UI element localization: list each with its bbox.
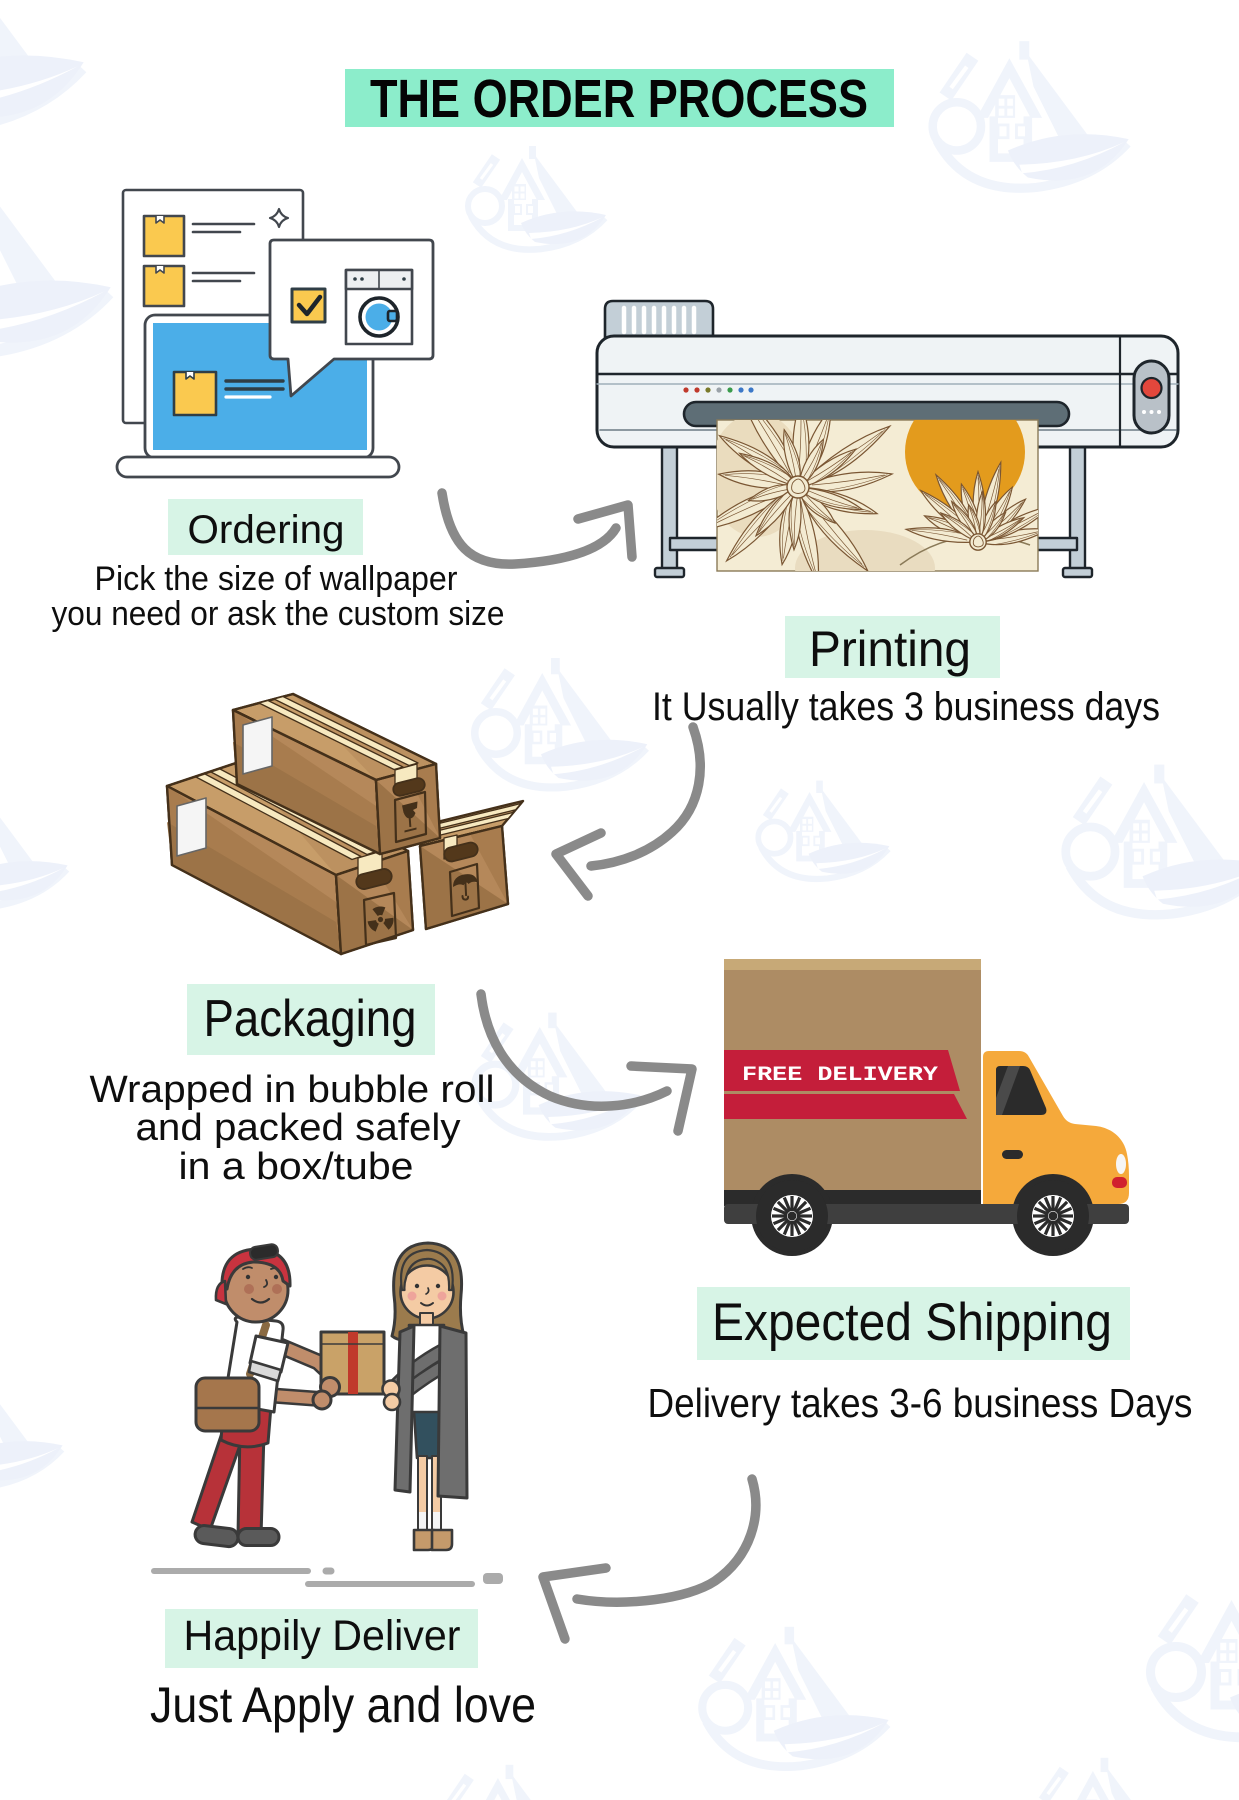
svg-text:Pick the size of wallpaper: Pick the size of wallpaper [95, 560, 458, 598]
svg-text:Printing: Printing [809, 621, 971, 677]
svg-text:Delivery takes 3-6 business Da: Delivery takes 3-6 business Days [648, 1380, 1193, 1426]
svg-text:Wrapped in bubble roll: Wrapped in bubble roll [90, 1069, 495, 1111]
svg-text:Just Apply and love: Just Apply and love [150, 1677, 536, 1733]
svg-text:and packed safely: and packed safely [136, 1107, 461, 1149]
svg-text:Expected Shipping: Expected Shipping [712, 1293, 1112, 1352]
svg-text:you need or ask the custom siz: you need or ask the custom size [52, 595, 505, 633]
svg-text:It Usually takes 3 business da: It Usually takes 3 business days [652, 685, 1160, 729]
svg-text:Ordering: Ordering [188, 508, 345, 552]
svg-text:THE ORDER PROCESS: THE ORDER PROCESS [370, 69, 868, 129]
svg-text:Packaging: Packaging [204, 990, 417, 1048]
svg-text:FREE DELIVERY: FREE DELIVERY [742, 1064, 938, 1087]
svg-text:Happily Deliver: Happily Deliver [184, 1612, 461, 1660]
svg-text:in a box/tube: in a box/tube [179, 1146, 414, 1188]
